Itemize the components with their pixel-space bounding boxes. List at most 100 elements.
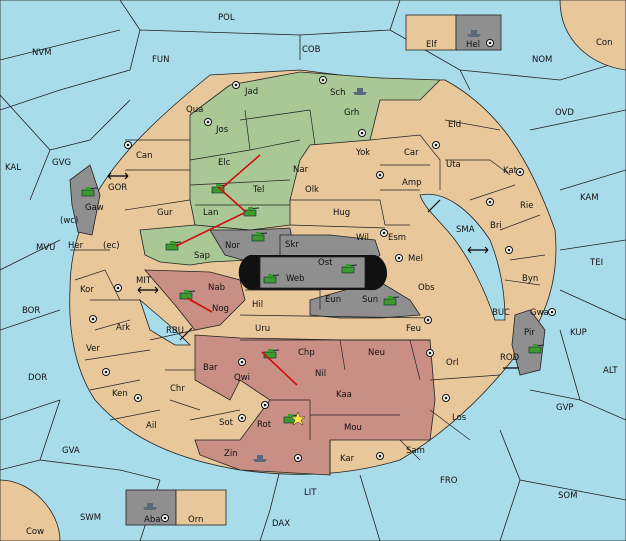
supply-center-icon	[426, 349, 434, 357]
sea-label: GVG	[52, 158, 71, 168]
tank-icon[interactable]	[81, 187, 98, 197]
land-label: Pir	[524, 328, 535, 338]
land-label: Nog	[212, 304, 229, 314]
land-label: Chr	[170, 384, 185, 394]
land-label: Uta	[446, 160, 461, 170]
supply-center-icon	[294, 454, 302, 462]
supply-center-icon	[486, 39, 494, 47]
land-label: Ail	[146, 421, 157, 431]
tank-icon[interactable]	[251, 232, 268, 242]
tank-icon[interactable]	[263, 349, 280, 359]
sea-label: POL	[218, 13, 235, 23]
sea-label: SMA	[456, 225, 475, 235]
land-label: Sot	[219, 418, 234, 428]
supply-center-icon	[238, 414, 246, 422]
land-label: Ver	[86, 344, 100, 354]
orders	[175, 154, 298, 386]
land-label: Gwa	[530, 308, 549, 318]
supply-center-icon	[238, 358, 246, 366]
sea-label: FUN	[152, 55, 169, 65]
supply-center-icon	[548, 308, 556, 316]
sea-label: DAX	[272, 519, 290, 529]
land-label: Kaa	[336, 390, 352, 400]
supply-center-icon	[134, 394, 142, 402]
sea-label: RBU	[166, 326, 184, 336]
sea-label: ROD	[500, 353, 520, 363]
land-label: Gur	[157, 208, 173, 218]
land-label: Sam	[406, 446, 425, 456]
sea-label: MVU	[36, 243, 55, 253]
land-label: Neu	[368, 348, 385, 358]
supply-center-icon	[380, 229, 388, 237]
sea-label: GOR	[108, 183, 127, 193]
land-label: Esm	[388, 233, 406, 243]
sea-label: DOR	[28, 373, 47, 383]
supply-center-icon	[261, 401, 269, 409]
land-label: Hug	[333, 208, 350, 218]
land-label: Sap	[194, 251, 210, 261]
move-arrow-icon	[175, 212, 245, 247]
land-label: Kar	[340, 454, 355, 464]
green-territories	[189, 71, 441, 231]
supply-center-icon	[376, 452, 384, 460]
land-label: Web	[286, 274, 305, 284]
land-label: Jad	[244, 87, 258, 97]
tank-icon[interactable]	[179, 290, 196, 300]
supply-center-icon	[516, 168, 524, 176]
supply-center-icon	[424, 316, 432, 324]
sea-label: BUC	[492, 308, 510, 318]
land-label: Zin	[224, 449, 238, 459]
land-label: Nab	[208, 283, 225, 293]
sea-label: NOM	[532, 55, 552, 65]
sea-label: SOM	[558, 491, 577, 501]
star-icon	[290, 411, 306, 426]
land-label: Hil	[252, 300, 263, 310]
tank-icon[interactable]	[165, 241, 182, 251]
supply-center-icon	[204, 118, 212, 126]
supply-centers	[89, 39, 556, 522]
double-arrow-icon	[137, 286, 159, 294]
land-label: Eun	[325, 295, 341, 305]
land-label: Amp	[402, 178, 422, 188]
land-label: Rot	[257, 420, 272, 430]
tank-icon[interactable]	[528, 344, 545, 354]
land-label: Los	[452, 413, 467, 423]
land-label: (wc)	[60, 216, 78, 226]
ship-icon[interactable]	[467, 30, 481, 37]
land-label: Sch	[330, 88, 345, 98]
land-label: Nar	[293, 165, 309, 175]
move-arrow-icon	[217, 186, 247, 213]
sma-inlet	[419, 193, 506, 321]
land-label: Qwi	[234, 373, 250, 383]
land-label: Her	[68, 241, 84, 251]
land-label: Elf	[426, 40, 438, 50]
supply-center-icon	[486, 198, 494, 206]
box-elf	[405, 14, 457, 51]
ship-icon[interactable]	[353, 88, 367, 95]
land-label: Ark	[116, 323, 130, 333]
land-label: Can	[136, 151, 153, 161]
tank-icon[interactable]	[341, 264, 358, 274]
land-label: Jos	[215, 125, 229, 135]
land-label: Orn	[188, 515, 203, 525]
grey-pir	[511, 309, 546, 376]
double-arrow-icon	[467, 246, 489, 254]
province-borders	[70, 109, 546, 475]
supply-center-icon	[161, 514, 169, 522]
tank-icon[interactable]	[263, 274, 280, 284]
sea-label: GVP	[556, 403, 574, 413]
land-label: Bar	[203, 363, 218, 373]
land-label: Aba	[144, 515, 160, 525]
land-label: Eld	[448, 120, 461, 130]
supply-center-icon	[102, 368, 110, 376]
ship-icon[interactable]	[253, 455, 267, 462]
land-label: Bri	[490, 221, 502, 231]
tank-icon[interactable]	[383, 296, 400, 306]
land-label: Orl	[446, 358, 459, 368]
ship-icon[interactable]	[143, 503, 157, 510]
supply-center-icon	[442, 394, 450, 402]
sea-label: LIT	[304, 488, 317, 498]
supply-center-icon	[114, 284, 122, 292]
double-arrow-icon	[427, 199, 441, 213]
